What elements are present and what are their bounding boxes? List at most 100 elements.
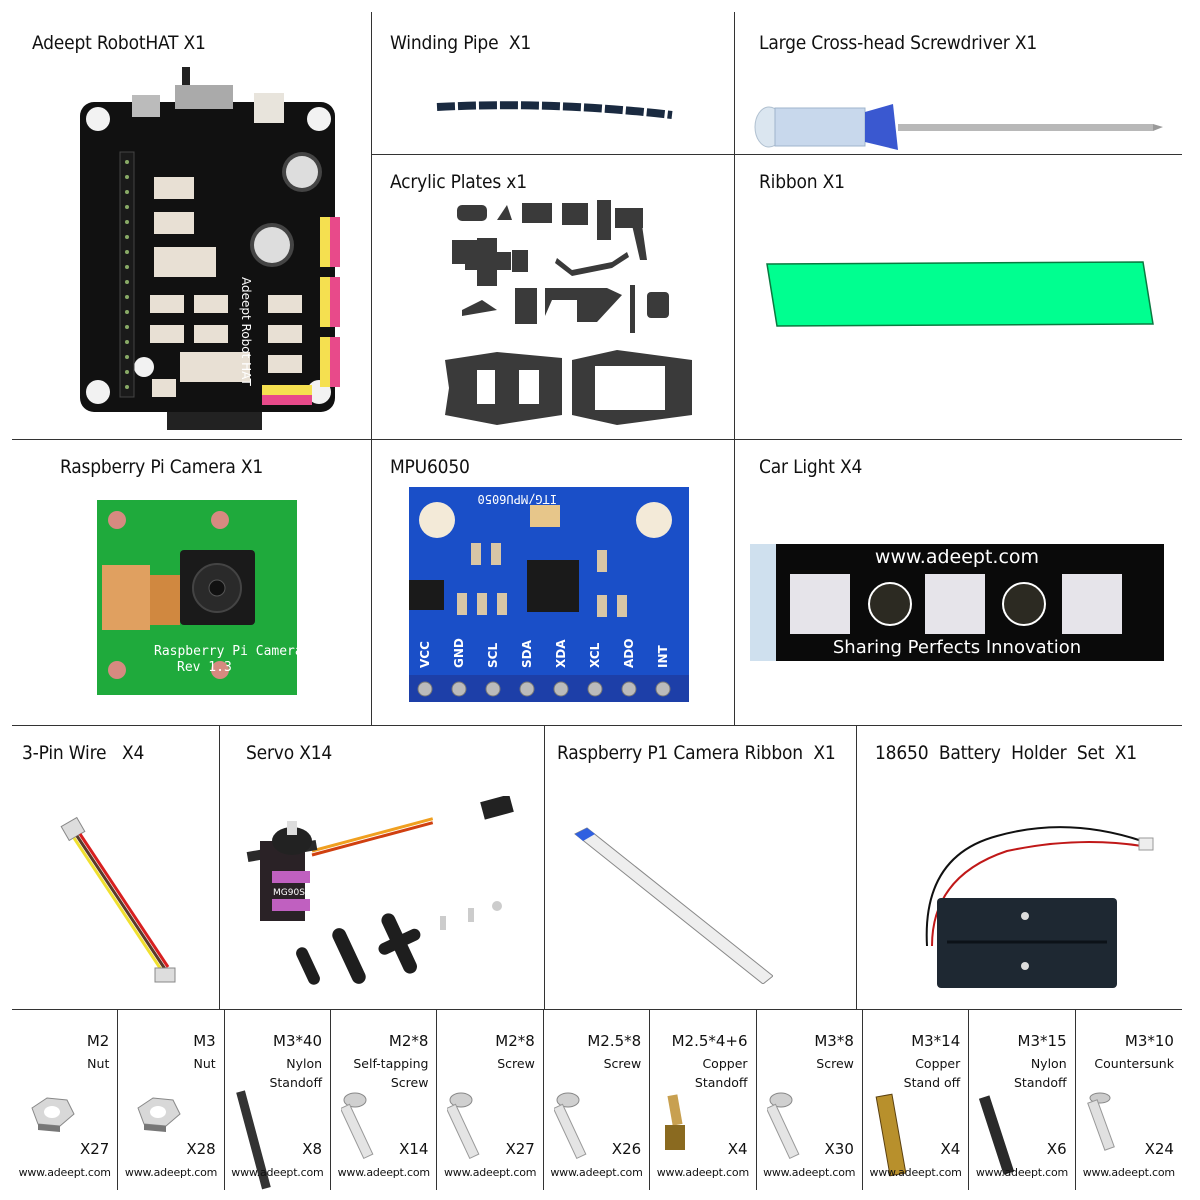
- cell-camera-ribbon: Raspberry P1 Camera Ribbon X1: [545, 726, 857, 1010]
- sensor-hole: [1002, 582, 1046, 626]
- part-spec: M3*10: [1124, 1032, 1174, 1050]
- mpu6050-title: MPU6050: [390, 456, 470, 478]
- part-website: www.adeept.com: [1082, 1166, 1175, 1179]
- part-website: www.adeept.com: [124, 1166, 218, 1179]
- cell-winding-pipe: Winding Pipe X1: [372, 12, 735, 155]
- part-quantity: X27: [79, 1140, 110, 1158]
- winding-pipe-title: Winding Pipe X1: [390, 32, 532, 54]
- cell-battery-holder: 18650 Battery Holder Set X1: [857, 726, 1182, 1010]
- part-spec: M2*8: [495, 1032, 535, 1050]
- part-nut-icon: [128, 1090, 198, 1170]
- mpu-pin-hole: [485, 681, 501, 697]
- part-website: www.adeept.com: [975, 1166, 1069, 1179]
- part-copper-icon: [873, 1090, 943, 1177]
- part-spec: M2: [86, 1032, 110, 1050]
- cell-pi-camera: Raspberry Pi Camera X1 Raspberry Pi Came…: [12, 440, 372, 726]
- part-spec: M3: [193, 1032, 216, 1050]
- ribbon-title: Ribbon X1: [759, 171, 845, 193]
- screwdriver-title: Large Cross-head Screwdriver X1: [759, 32, 1038, 54]
- part-website: www.adeept.com: [550, 1166, 643, 1179]
- cell-car-light: Car Light X4 www.adeept.com Sharing Perf…: [735, 440, 1182, 726]
- part-quantity: X27: [505, 1140, 535, 1158]
- mpu-pin-label: GND: [452, 638, 466, 668]
- pi-camera-board-text: Raspberry Pi Camera: [154, 644, 303, 659]
- part-quantity: X26: [611, 1140, 642, 1158]
- car-light-board-url: www.adeept.com: [874, 546, 1040, 568]
- sensor-hole: [868, 582, 912, 626]
- servo-image: MG90S: [246, 796, 514, 985]
- servo-model-label: MG90S: [273, 888, 305, 898]
- camera-ribbon-title: Raspberry P1 Camera Ribbon X1: [557, 742, 836, 764]
- part-description: Copper Stand off: [903, 1056, 961, 1090]
- part-quantity: X4: [940, 1140, 961, 1158]
- part-website: www.adeept.com: [337, 1166, 430, 1179]
- pi-camera-board-image: Raspberry Pi Camera Rev 1.3: [97, 500, 303, 695]
- 3pin-wire-image: [60, 816, 176, 983]
- part-website: www.adeept.com: [656, 1166, 749, 1179]
- ribbon-image: [766, 261, 1154, 327]
- svg-text:Adeept Robot HAT: Adeept Robot HAT: [239, 277, 253, 386]
- car-light-title: Car Light X4: [759, 456, 863, 478]
- battery-holder-title: 18650 Battery Holder Set X1: [875, 742, 1137, 764]
- part-description: Nut: [87, 1056, 110, 1071]
- led-d1: [790, 574, 850, 634]
- part-copper-small-icon: [660, 1090, 730, 1170]
- mpu-pin-label: VCC: [418, 641, 432, 668]
- part-quantity: X6: [1046, 1140, 1067, 1158]
- acrylic-plates-title: Acrylic Plates x1: [390, 171, 527, 193]
- part-nylon-long-icon: [235, 1090, 305, 1190]
- part-spec: M3*40: [273, 1032, 323, 1050]
- part-nut-icon: [22, 1090, 92, 1170]
- mpu-pin-hole: [451, 681, 467, 697]
- mpu-pin-hole: [417, 681, 433, 697]
- part-countersunk-icon: [1086, 1090, 1156, 1170]
- part-quantity: X30: [824, 1140, 854, 1158]
- part-website: www.adeept.com: [18, 1166, 111, 1179]
- led-d2: [925, 574, 985, 634]
- mpu-pin-hole: [621, 681, 637, 697]
- part-screw-icon: [765, 1090, 837, 1170]
- part-website: www.adeept.com: [231, 1166, 324, 1179]
- part-description: Nylon Standoff: [1014, 1056, 1067, 1090]
- mpu-pin-label: INT: [656, 644, 670, 668]
- mpu-pin-hole: [553, 681, 569, 697]
- part-screw-icon: [552, 1090, 624, 1170]
- part-spec: M2.5*8: [587, 1032, 642, 1050]
- part-screw-icon: [339, 1090, 411, 1170]
- part-quantity: X4: [727, 1140, 748, 1158]
- car-light-board-slogan: Sharing Perfects Innovation: [832, 637, 1082, 658]
- mpu-pin-label: ADO: [622, 639, 636, 668]
- part-spec: M2*8: [388, 1032, 429, 1050]
- battery-holder-image: [925, 826, 1154, 988]
- winding-pipe-image: [436, 101, 673, 119]
- screwdriver-image: [754, 104, 1163, 150]
- cell-servo: Servo X14 MG90S: [220, 726, 545, 1010]
- cell-ribbon: Ribbon X1: [735, 155, 1182, 440]
- part-description: Self-tapping Screw: [353, 1056, 429, 1090]
- pi-camera-board-rev: Rev 1.3: [177, 660, 232, 675]
- part-nylon-icon: [979, 1090, 1049, 1175]
- part-description: Nylon Standoff: [269, 1056, 323, 1090]
- cell-screwdriver: Large Cross-head Screwdriver X1: [735, 12, 1182, 155]
- mpu-pin-label: XCL: [588, 642, 602, 668]
- part-website: www.adeept.com: [444, 1166, 537, 1179]
- mpu-pin-label: SDA: [520, 639, 534, 668]
- part-description: Screw: [497, 1056, 535, 1071]
- car-light-board-image: www.adeept.com Sharing Perfects Innovati…: [750, 544, 1164, 661]
- part-quantity: X24: [1144, 1140, 1174, 1158]
- part-description: Copper Standoff: [694, 1056, 748, 1090]
- part-screw-icon: [446, 1090, 517, 1170]
- part-website: www.adeept.com: [763, 1166, 856, 1179]
- robothat-title: Adeept RobotHAT X1: [32, 32, 206, 54]
- mpu-pin-label: XDA: [554, 639, 568, 668]
